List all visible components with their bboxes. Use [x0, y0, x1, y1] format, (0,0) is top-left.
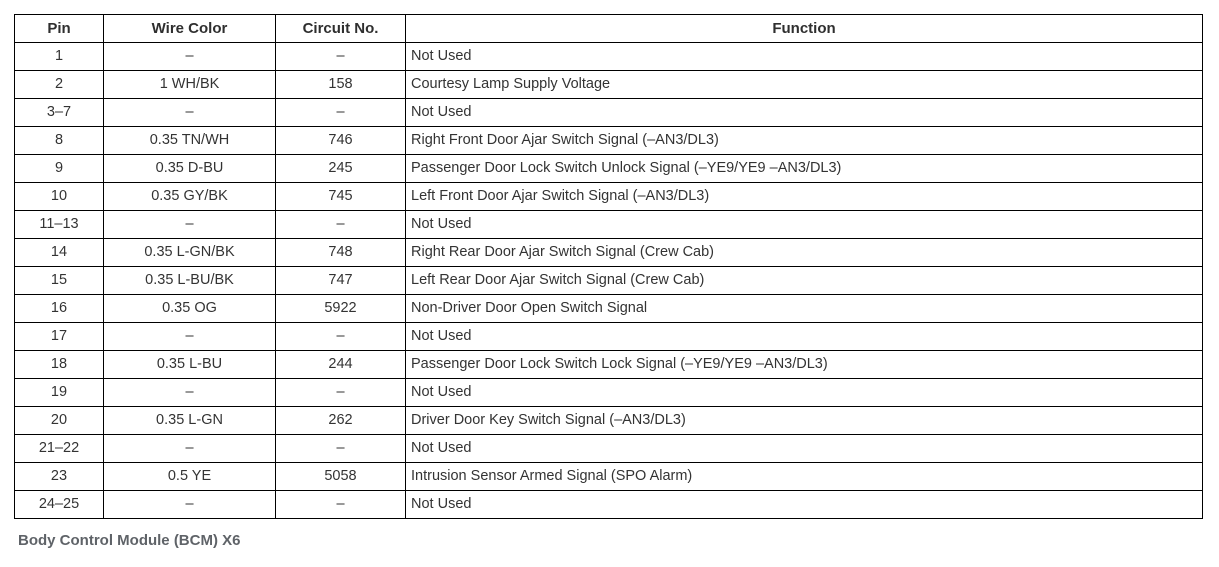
function-cell: Not Used	[405, 378, 1203, 407]
wire-color-cell: –	[103, 434, 276, 463]
table-row: 24–25––Not Used	[14, 490, 1203, 519]
function-cell: Passenger Door Lock Switch Lock Signal (…	[405, 350, 1203, 379]
table-row: 11–13––Not Used	[14, 210, 1203, 239]
function-cell: Left Front Door Ajar Switch Signal (–AN3…	[405, 182, 1203, 211]
wire-color-cell: 0.35 OG	[103, 294, 276, 323]
function-cell: Driver Door Key Switch Signal (–AN3/DL3)	[405, 406, 1203, 435]
circuit-no-cell: –	[275, 322, 406, 351]
wire-color-cell: –	[103, 322, 276, 351]
function-cell: Non-Driver Door Open Switch Signal	[405, 294, 1203, 323]
circuit-no-cell: –	[275, 42, 406, 71]
wire-color-cell: 0.35 L-GN	[103, 406, 276, 435]
column-header-function: Function	[405, 14, 1203, 43]
table-caption: Body Control Module (BCM) X6	[18, 532, 241, 549]
table-header-row: Pin Wire Color Circuit No. Function	[14, 14, 1203, 43]
pin-cell: 14	[14, 238, 104, 267]
column-header-pin: Pin	[14, 14, 104, 43]
pin-cell: 23	[14, 462, 104, 491]
wire-color-cell: 0.35 D-BU	[103, 154, 276, 183]
column-header-wire-color: Wire Color	[103, 14, 276, 43]
pin-cell: 19	[14, 378, 104, 407]
circuit-no-cell: –	[275, 98, 406, 127]
circuit-no-cell: –	[275, 490, 406, 519]
function-cell: Not Used	[405, 322, 1203, 351]
circuit-no-cell: –	[275, 378, 406, 407]
function-cell: Courtesy Lamp Supply Voltage	[405, 70, 1203, 99]
table-row: 21–22––Not Used	[14, 434, 1203, 463]
function-cell: Right Rear Door Ajar Switch Signal (Crew…	[405, 238, 1203, 267]
wire-color-cell: 0.35 GY/BK	[103, 182, 276, 211]
function-cell: Not Used	[405, 434, 1203, 463]
circuit-no-cell: 245	[275, 154, 406, 183]
pin-cell: 18	[14, 350, 104, 379]
connector-pinout-page: Pin Wire Color Circuit No. Function 1––N…	[14, 14, 1203, 549]
table-row: 3–7––Not Used	[14, 98, 1203, 127]
pin-cell: 17	[14, 322, 104, 351]
table-row: 17––Not Used	[14, 322, 1203, 351]
wire-color-cell: 0.35 L-BU/BK	[103, 266, 276, 295]
pin-cell: 2	[14, 70, 104, 99]
wire-color-cell: 0.35 L-GN/BK	[103, 238, 276, 267]
column-header-circuit-no: Circuit No.	[275, 14, 406, 43]
circuit-no-cell: –	[275, 210, 406, 239]
pin-cell: 16	[14, 294, 104, 323]
function-cell: Not Used	[405, 490, 1203, 519]
function-cell: Not Used	[405, 98, 1203, 127]
circuit-no-cell: 5058	[275, 462, 406, 491]
circuit-no-cell: 746	[275, 126, 406, 155]
circuit-no-cell: 745	[275, 182, 406, 211]
wire-color-cell: 0.5 YE	[103, 462, 276, 491]
pin-cell: 9	[14, 154, 104, 183]
function-cell: Passenger Door Lock Switch Unlock Signal…	[405, 154, 1203, 183]
pin-cell: 11–13	[14, 210, 104, 239]
pin-cell: 8	[14, 126, 104, 155]
pinout-table: Pin Wire Color Circuit No. Function 1––N…	[14, 14, 1203, 519]
pin-cell: 3–7	[14, 98, 104, 127]
pin-cell: 1	[14, 42, 104, 71]
circuit-no-cell: 158	[275, 70, 406, 99]
table-row: 1––Not Used	[14, 42, 1203, 71]
wire-color-cell: –	[103, 378, 276, 407]
function-cell: Left Rear Door Ajar Switch Signal (Crew …	[405, 266, 1203, 295]
table-row: 19––Not Used	[14, 378, 1203, 407]
circuit-no-cell: 747	[275, 266, 406, 295]
wire-color-cell: 0.35 L-BU	[103, 350, 276, 379]
function-cell: Intrusion Sensor Armed Signal (SPO Alarm…	[405, 462, 1203, 491]
function-cell: Not Used	[405, 210, 1203, 239]
pin-cell: 10	[14, 182, 104, 211]
wire-color-cell: 0.35 TN/WH	[103, 126, 276, 155]
wire-color-cell: –	[103, 98, 276, 127]
pin-cell: 24–25	[14, 490, 104, 519]
pin-cell: 20	[14, 406, 104, 435]
wire-color-cell: 1 WH/BK	[103, 70, 276, 99]
wire-color-cell: –	[103, 42, 276, 71]
circuit-no-cell: 5922	[275, 294, 406, 323]
circuit-no-cell: 262	[275, 406, 406, 435]
wire-color-cell: –	[103, 210, 276, 239]
circuit-no-cell: –	[275, 434, 406, 463]
circuit-no-cell: 244	[275, 350, 406, 379]
pin-cell: 15	[14, 266, 104, 295]
function-cell: Not Used	[405, 42, 1203, 71]
function-cell: Right Front Door Ajar Switch Signal (–AN…	[405, 126, 1203, 155]
pin-cell: 21–22	[14, 434, 104, 463]
wire-color-cell: –	[103, 490, 276, 519]
circuit-no-cell: 748	[275, 238, 406, 267]
